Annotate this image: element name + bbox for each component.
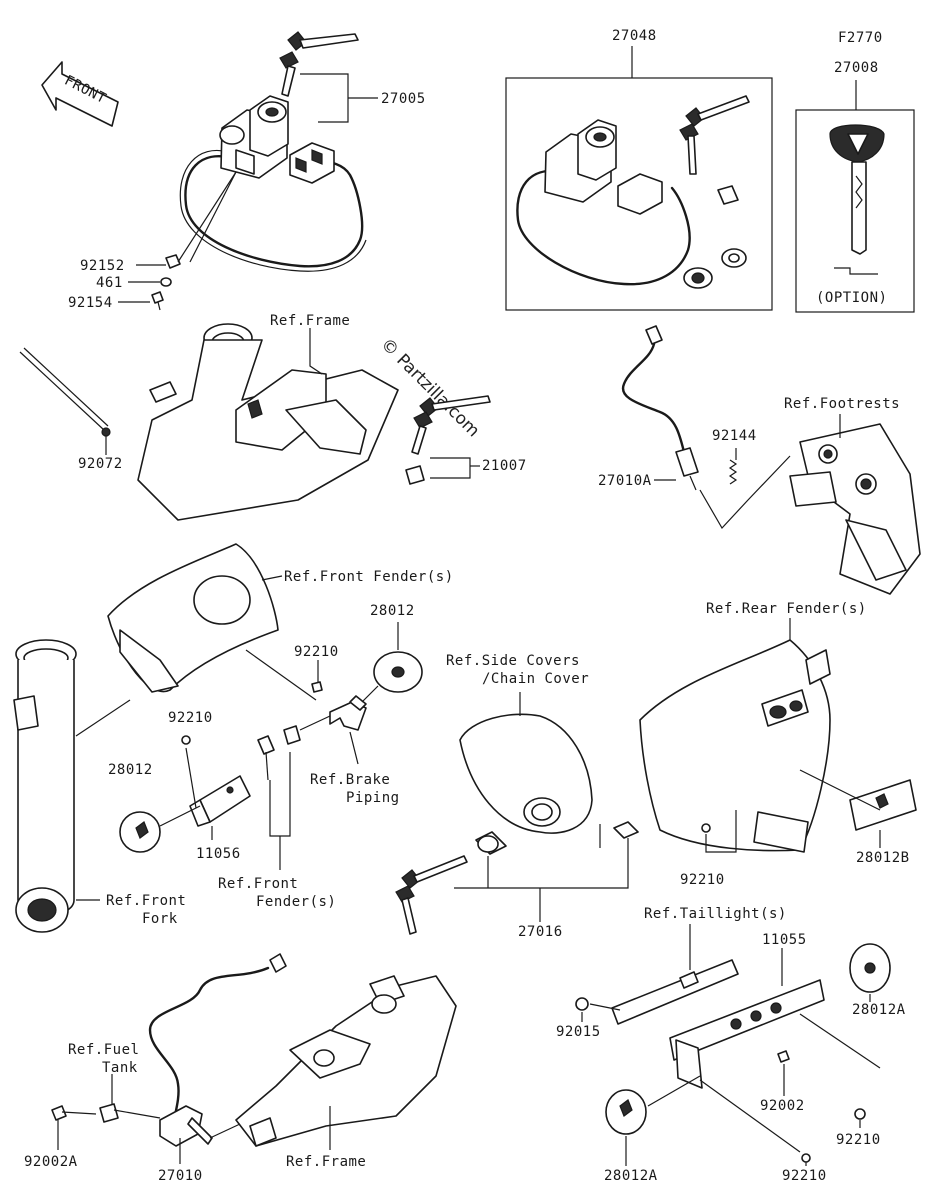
ref-frame-bottom: Ref.Frame	[286, 1154, 366, 1170]
callout-27005: 27005	[381, 91, 426, 107]
ref-front-fork-2: Fork	[142, 911, 178, 927]
ref-side-covers-1: Ref.Side Covers	[446, 653, 580, 669]
kit-box-27048: 27048	[505, 28, 773, 311]
reflector-28012-top	[361, 622, 423, 703]
ref-brake-2: Piping	[346, 790, 400, 806]
option-ref-code: F2770	[838, 30, 883, 46]
callout-21007: 21007	[482, 458, 527, 474]
ref-taillight: Ref.Taillight(s)	[644, 906, 787, 922]
callout-92002A: 92002A	[24, 1154, 78, 1170]
front-fender-area: Ref.Front Fender(s)	[107, 543, 454, 693]
ref-fuel-tank-2: Tank	[102, 1060, 138, 1076]
ref-brake-1: Ref.Brake	[310, 772, 390, 788]
taillight-bracket-11055: Ref.Taillight(s) 11055 28012A 92015 9200…	[556, 906, 906, 1184]
front-fork-leg: Ref.Front Fork	[13, 639, 186, 933]
callout-11056: 11056	[196, 846, 241, 862]
callout-27016: 27016	[518, 924, 563, 940]
option-caption: (OPTION)	[816, 290, 887, 306]
ref-fuel-tank-1: Ref.Fuel	[68, 1042, 139, 1058]
key-set-icon	[279, 31, 359, 97]
callout-27048: 27048	[612, 28, 657, 44]
sidestand-switch-27010a: 92144 27010A	[598, 325, 791, 530]
callout-461: 461	[96, 275, 123, 291]
rear-fender-area: Ref.Rear Fender(s) 92210 28012B	[639, 601, 917, 888]
callout-92072: 92072	[78, 456, 123, 472]
callout-92210-lower: 92210	[168, 710, 213, 726]
callout-92152: 92152	[80, 258, 125, 274]
ref-front-fork-1: Ref.Front	[106, 893, 186, 909]
callout-92210-tail-right: 92210	[836, 1132, 881, 1148]
callout-11055: 11055	[762, 932, 807, 948]
ref-front-fender-bottom-1: Ref.Front	[218, 876, 298, 892]
callout-27008: 27008	[834, 60, 879, 76]
blank-key-icon	[829, 124, 885, 255]
ignition-switch-body	[219, 95, 289, 179]
callout-28012A-right: 28012A	[852, 1002, 906, 1018]
callout-92210-upper: 92210	[294, 644, 339, 660]
callout-27010A: 27010A	[598, 473, 652, 489]
ref-side-covers-2: /Chain Cover	[482, 671, 589, 687]
reflector-28012A-right	[849, 943, 891, 1002]
reflector-bracket-11056: 92210 28012 11056 Ref.Front Fender(s)	[108, 710, 336, 910]
callout-28012B: 28012B	[856, 850, 910, 866]
key-set-21007: 21007	[405, 395, 527, 485]
connector-plug	[289, 142, 335, 184]
ref-rear-fender: Ref.Rear Fender(s)	[706, 601, 867, 617]
callout-28012-left: 28012	[108, 762, 153, 778]
callout-92015: 92015	[556, 1024, 601, 1040]
callout-92144: 92144	[712, 428, 757, 444]
side-cover-lock-27016: Ref.Side Covers /Chain Cover 27016	[395, 653, 639, 940]
footrest-bracket: Ref.Footrests	[784, 396, 921, 595]
ref-footrests: Ref.Footrests	[784, 396, 900, 412]
callout-28012A-bottom: 28012A	[604, 1168, 658, 1184]
fuel-switch-area: Ref.Fuel Tank 92002A 27010	[24, 953, 287, 1184]
callout-92154: 92154	[68, 295, 113, 311]
frame-bottom: Ref.Frame	[209, 975, 457, 1170]
ref-front-fender-top: Ref.Front Fender(s)	[284, 569, 454, 585]
option-key-box: F2770 27008 (OPTION)	[795, 30, 915, 313]
ref-front-fender-bottom-2: Fender(s)	[256, 894, 336, 910]
ignition-switch-assembly: 27005 92152 461 92154	[68, 31, 426, 311]
front-arrow-icon: FRONT	[41, 61, 119, 127]
frame-mount-area: Ref.Frame 92072	[19, 313, 399, 521]
callout-92210-tail-bottom: 92210	[782, 1168, 827, 1184]
callout-28012-top: 28012	[370, 603, 415, 619]
reflector-28012A-bottom	[605, 1075, 701, 1166]
brake-piping-clamp: 92210 Ref.Brake Piping 28012	[245, 603, 423, 806]
callout-92210-rear: 92210	[680, 872, 725, 888]
callout-92002: 92002	[760, 1098, 805, 1114]
callout-27010: 27010	[158, 1168, 203, 1184]
ref-frame-top: Ref.Frame	[270, 313, 350, 329]
